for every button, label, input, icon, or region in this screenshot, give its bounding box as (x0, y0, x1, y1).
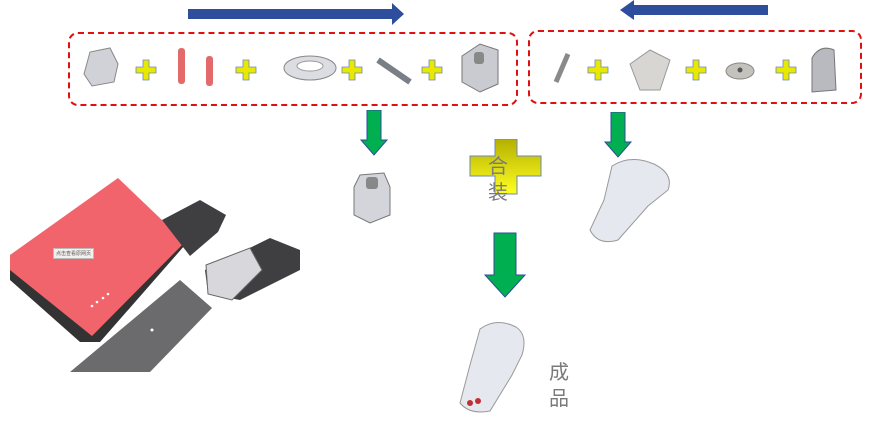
finished-label-bottom: 品 (549, 386, 569, 410)
plus-icon (685, 59, 707, 81)
inserted-pod (162, 200, 226, 256)
cap-base-part-icon (461, 43, 499, 93)
right-arrow-icon (188, 3, 404, 25)
parts-row (83, 43, 837, 93)
down-arrow-icon (604, 112, 632, 158)
plus-icon (135, 59, 157, 81)
plug-part-icon (725, 62, 755, 80)
plus-icon (235, 59, 257, 81)
sleeve-part-icon (629, 49, 671, 91)
left-part-group (68, 32, 518, 106)
holder-part-icon (83, 47, 119, 87)
ring-part-icon (283, 55, 337, 81)
mouthpiece-part-icon (811, 47, 837, 93)
right-subassembly-icon (589, 159, 670, 243)
device-body (10, 178, 185, 336)
down-arrow-icon (360, 110, 388, 156)
finished-product-icon (459, 322, 525, 413)
plus-icon (421, 59, 443, 81)
pod-transparent (205, 247, 263, 301)
assemble-label-top: 合 (488, 154, 508, 178)
device-tag: 点击查看原网页 (53, 248, 95, 259)
right-part-group (528, 30, 862, 104)
down-arrow-icon (483, 232, 527, 298)
assemble-label-bottom: 装 (488, 180, 508, 204)
tube-part-icon (553, 53, 571, 83)
plus-icon (341, 59, 363, 81)
left-subassembly-icon (353, 172, 391, 224)
vape-device-illustration (10, 178, 300, 372)
device-cover (70, 280, 212, 372)
coil-part-icon (376, 57, 412, 85)
plus-icon (775, 59, 797, 81)
plus-icon (587, 59, 609, 81)
finished-label-top: 成 (549, 360, 569, 384)
seal-pins-icon (178, 48, 213, 86)
assemble-plus-icon (469, 139, 542, 195)
left-arrow-icon (620, 0, 768, 20)
